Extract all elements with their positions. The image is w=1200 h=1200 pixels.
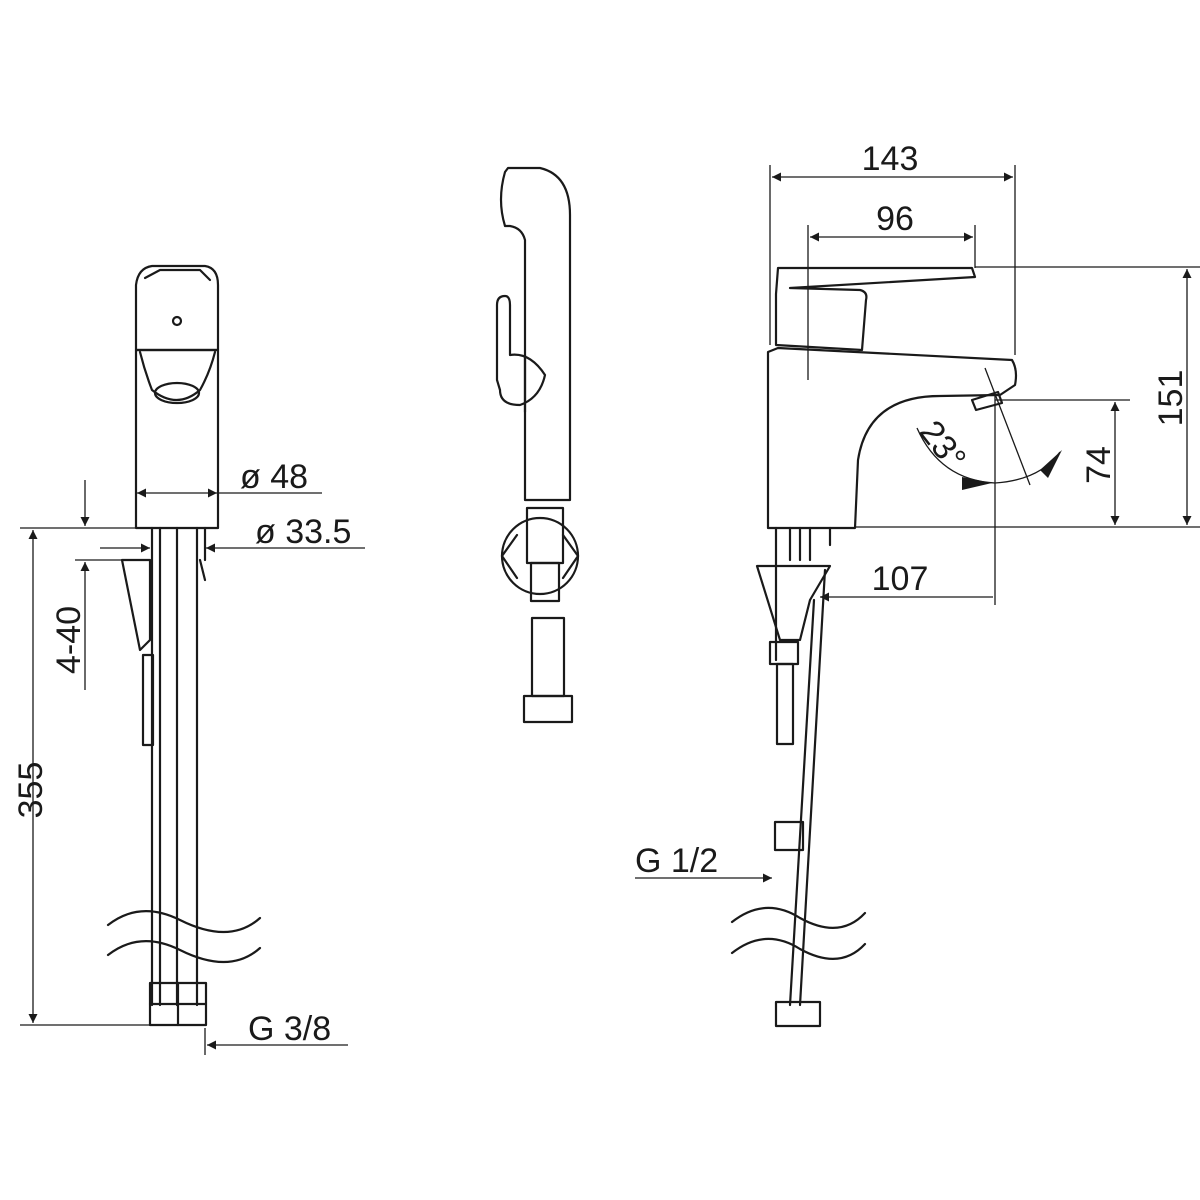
dim-diameter-48: ø 48 <box>240 458 308 496</box>
hand-shower-view <box>495 166 580 724</box>
dim-355: 355 <box>12 762 50 819</box>
break-line-side <box>730 906 867 960</box>
side-body <box>766 346 1018 530</box>
dim-angle-23: 23° <box>912 414 974 478</box>
dim-4-40: 4-40 <box>50 606 88 674</box>
side-view: 143 96 151 74 23° 107 G 1/2 <box>635 140 1200 1028</box>
front-handle <box>134 264 220 352</box>
dim-107: 107 <box>872 560 929 598</box>
dim-74: 74 <box>1080 446 1118 484</box>
dim-151: 151 <box>1152 370 1190 427</box>
side-handle <box>774 266 977 352</box>
dim-143: 143 <box>862 140 919 178</box>
break-line-front <box>106 910 262 964</box>
front-view: 355 4-40 ø 48 ø 33.5 G 3/8 <box>12 264 365 1055</box>
dim-diameter-33-5: ø 33.5 <box>255 513 351 551</box>
dim-96: 96 <box>876 200 914 238</box>
dim-g-1-2: G 1/2 <box>635 842 718 880</box>
dim-g-3-8: G 3/8 <box>248 1010 331 1048</box>
